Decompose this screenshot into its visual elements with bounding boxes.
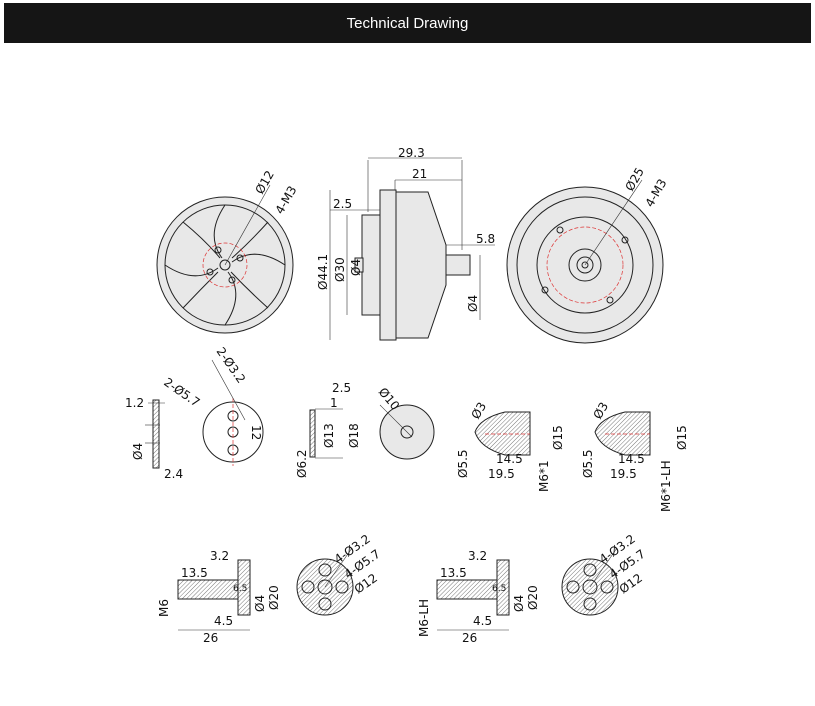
dim-label: 3.2 [210, 549, 229, 563]
dim-label: 6.5 [233, 584, 247, 594]
dim-label: Ø12 [252, 168, 276, 196]
spacer-side-view: 2.5 1 Ø6.2 Ø13 Ø18 [295, 381, 361, 478]
prop-nut-lh-side-view: Ø3 Ø5.5 14.5 19.5 Ø15 M6*1-LH [581, 400, 689, 512]
dim-label: 13.5 [181, 566, 208, 580]
prop-adapter-lh-side-view: 3.2 13.5 6.5 Ø20 Ø4 4.5 26 M6-LH [417, 549, 540, 645]
dim-label: 1.2 [125, 396, 144, 410]
title-bar: Technical Drawing [4, 3, 811, 43]
dim-label: 13.5 [440, 566, 467, 580]
dim-label: 1 [330, 396, 338, 410]
dim-label: 21 [412, 167, 427, 181]
dim-label: 19.5 [610, 467, 637, 481]
plate-top-view: 2-Ø5.7 2-Ø3.2 12 [161, 345, 264, 466]
dim-label: 4-M3 [642, 177, 669, 210]
dim-label: 14.5 [618, 452, 645, 466]
dim-label: 4-M3 [272, 184, 299, 217]
dim-label: Ø4 [131, 443, 145, 460]
dim-label: 4.5 [214, 614, 233, 628]
dim-label: Ø25 [622, 165, 646, 193]
dim-label: Ø4 [512, 595, 526, 612]
dim-label: Ø4 [466, 295, 480, 312]
dim-label: 2.4 [164, 467, 183, 481]
dim-label: M6 [157, 599, 171, 617]
dim-label: M6*1 [537, 460, 551, 492]
dim-label: Ø5.5 [581, 449, 595, 478]
disc-top-view: Ø10 [376, 385, 435, 460]
prop-adapter-side-view: 3.2 13.5 6.5 Ø20 Ø4 4.5 26 M6 [157, 549, 281, 645]
dim-label: Ø44.1 [316, 254, 330, 290]
dim-label: 2-Ø3.2 [214, 345, 249, 386]
dim-label: 2-Ø5.7 [161, 375, 202, 410]
motor-front-view: Ø12 4-M3 [156, 168, 300, 334]
dim-label: Ø15 [675, 425, 689, 450]
dim-label: M6-LH [417, 599, 431, 637]
dim-label: Ø13 [322, 423, 336, 448]
dim-label: Ø30 [333, 257, 347, 282]
page-title: Technical Drawing [346, 14, 469, 32]
motor-side-view: 29.3 21 2.5 5.8 Ø44.1 Ø30 Ø4 Ø4 [316, 146, 495, 341]
dim-label: 26 [203, 631, 218, 645]
prop-adapter-lh-top-view: 4-Ø3.2 4-Ø5.7 Ø12 [561, 532, 648, 616]
dim-label: M6*1-LH [659, 460, 673, 512]
dim-label: 26 [462, 631, 477, 645]
dim-label: 6.5 [492, 584, 506, 594]
dim-label: 14.5 [496, 452, 523, 466]
dim-label: Ø20 [267, 585, 281, 610]
dim-label: Ø5.5 [456, 449, 470, 478]
dim-label: 19.5 [488, 467, 515, 481]
dim-label: Ø3 [468, 400, 489, 422]
dim-label: Ø18 [347, 423, 361, 448]
dim-label: Ø15 [551, 425, 565, 450]
dim-label: 3.2 [468, 549, 487, 563]
prop-nut-side-view: Ø3 Ø5.5 14.5 19.5 Ø15 M6*1 [456, 400, 565, 492]
dim-label: 5.8 [476, 232, 495, 246]
dim-label: 29.3 [398, 146, 425, 160]
dim-label: 4.5 [473, 614, 492, 628]
washer-side-view: 1.2 Ø4 2.4 [125, 396, 183, 481]
dim-label: 12 [249, 425, 263, 440]
dim-label: 2.5 [333, 197, 352, 211]
dim-label: Ø20 [526, 585, 540, 610]
dim-label: 2.5 [332, 381, 351, 395]
dim-label: Ø6.2 [295, 449, 309, 478]
motor-back-view: Ø25 4-M3 [506, 165, 670, 344]
dim-label: Ø4 [253, 595, 267, 612]
prop-adapter-top-view: 4-Ø3.2 4-Ø5.7 Ø12 [296, 532, 383, 616]
dim-label: Ø4 [349, 259, 363, 276]
